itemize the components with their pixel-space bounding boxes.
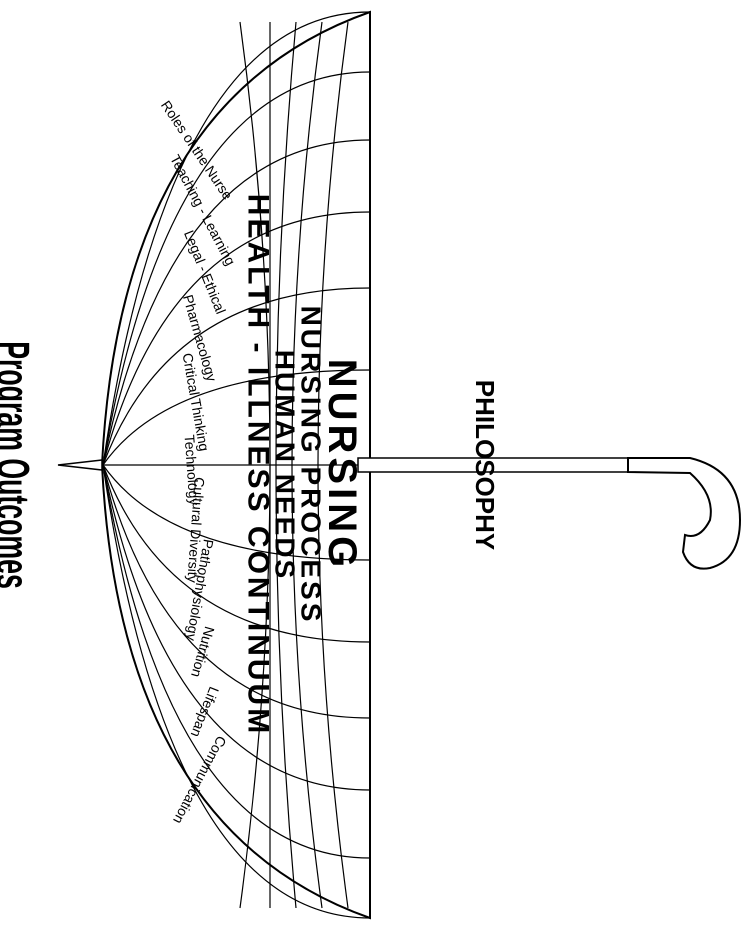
umbrella-tip	[58, 460, 102, 470]
umbrella-handle	[628, 458, 740, 569]
handle-label: PHILOSOPHY	[470, 380, 500, 550]
